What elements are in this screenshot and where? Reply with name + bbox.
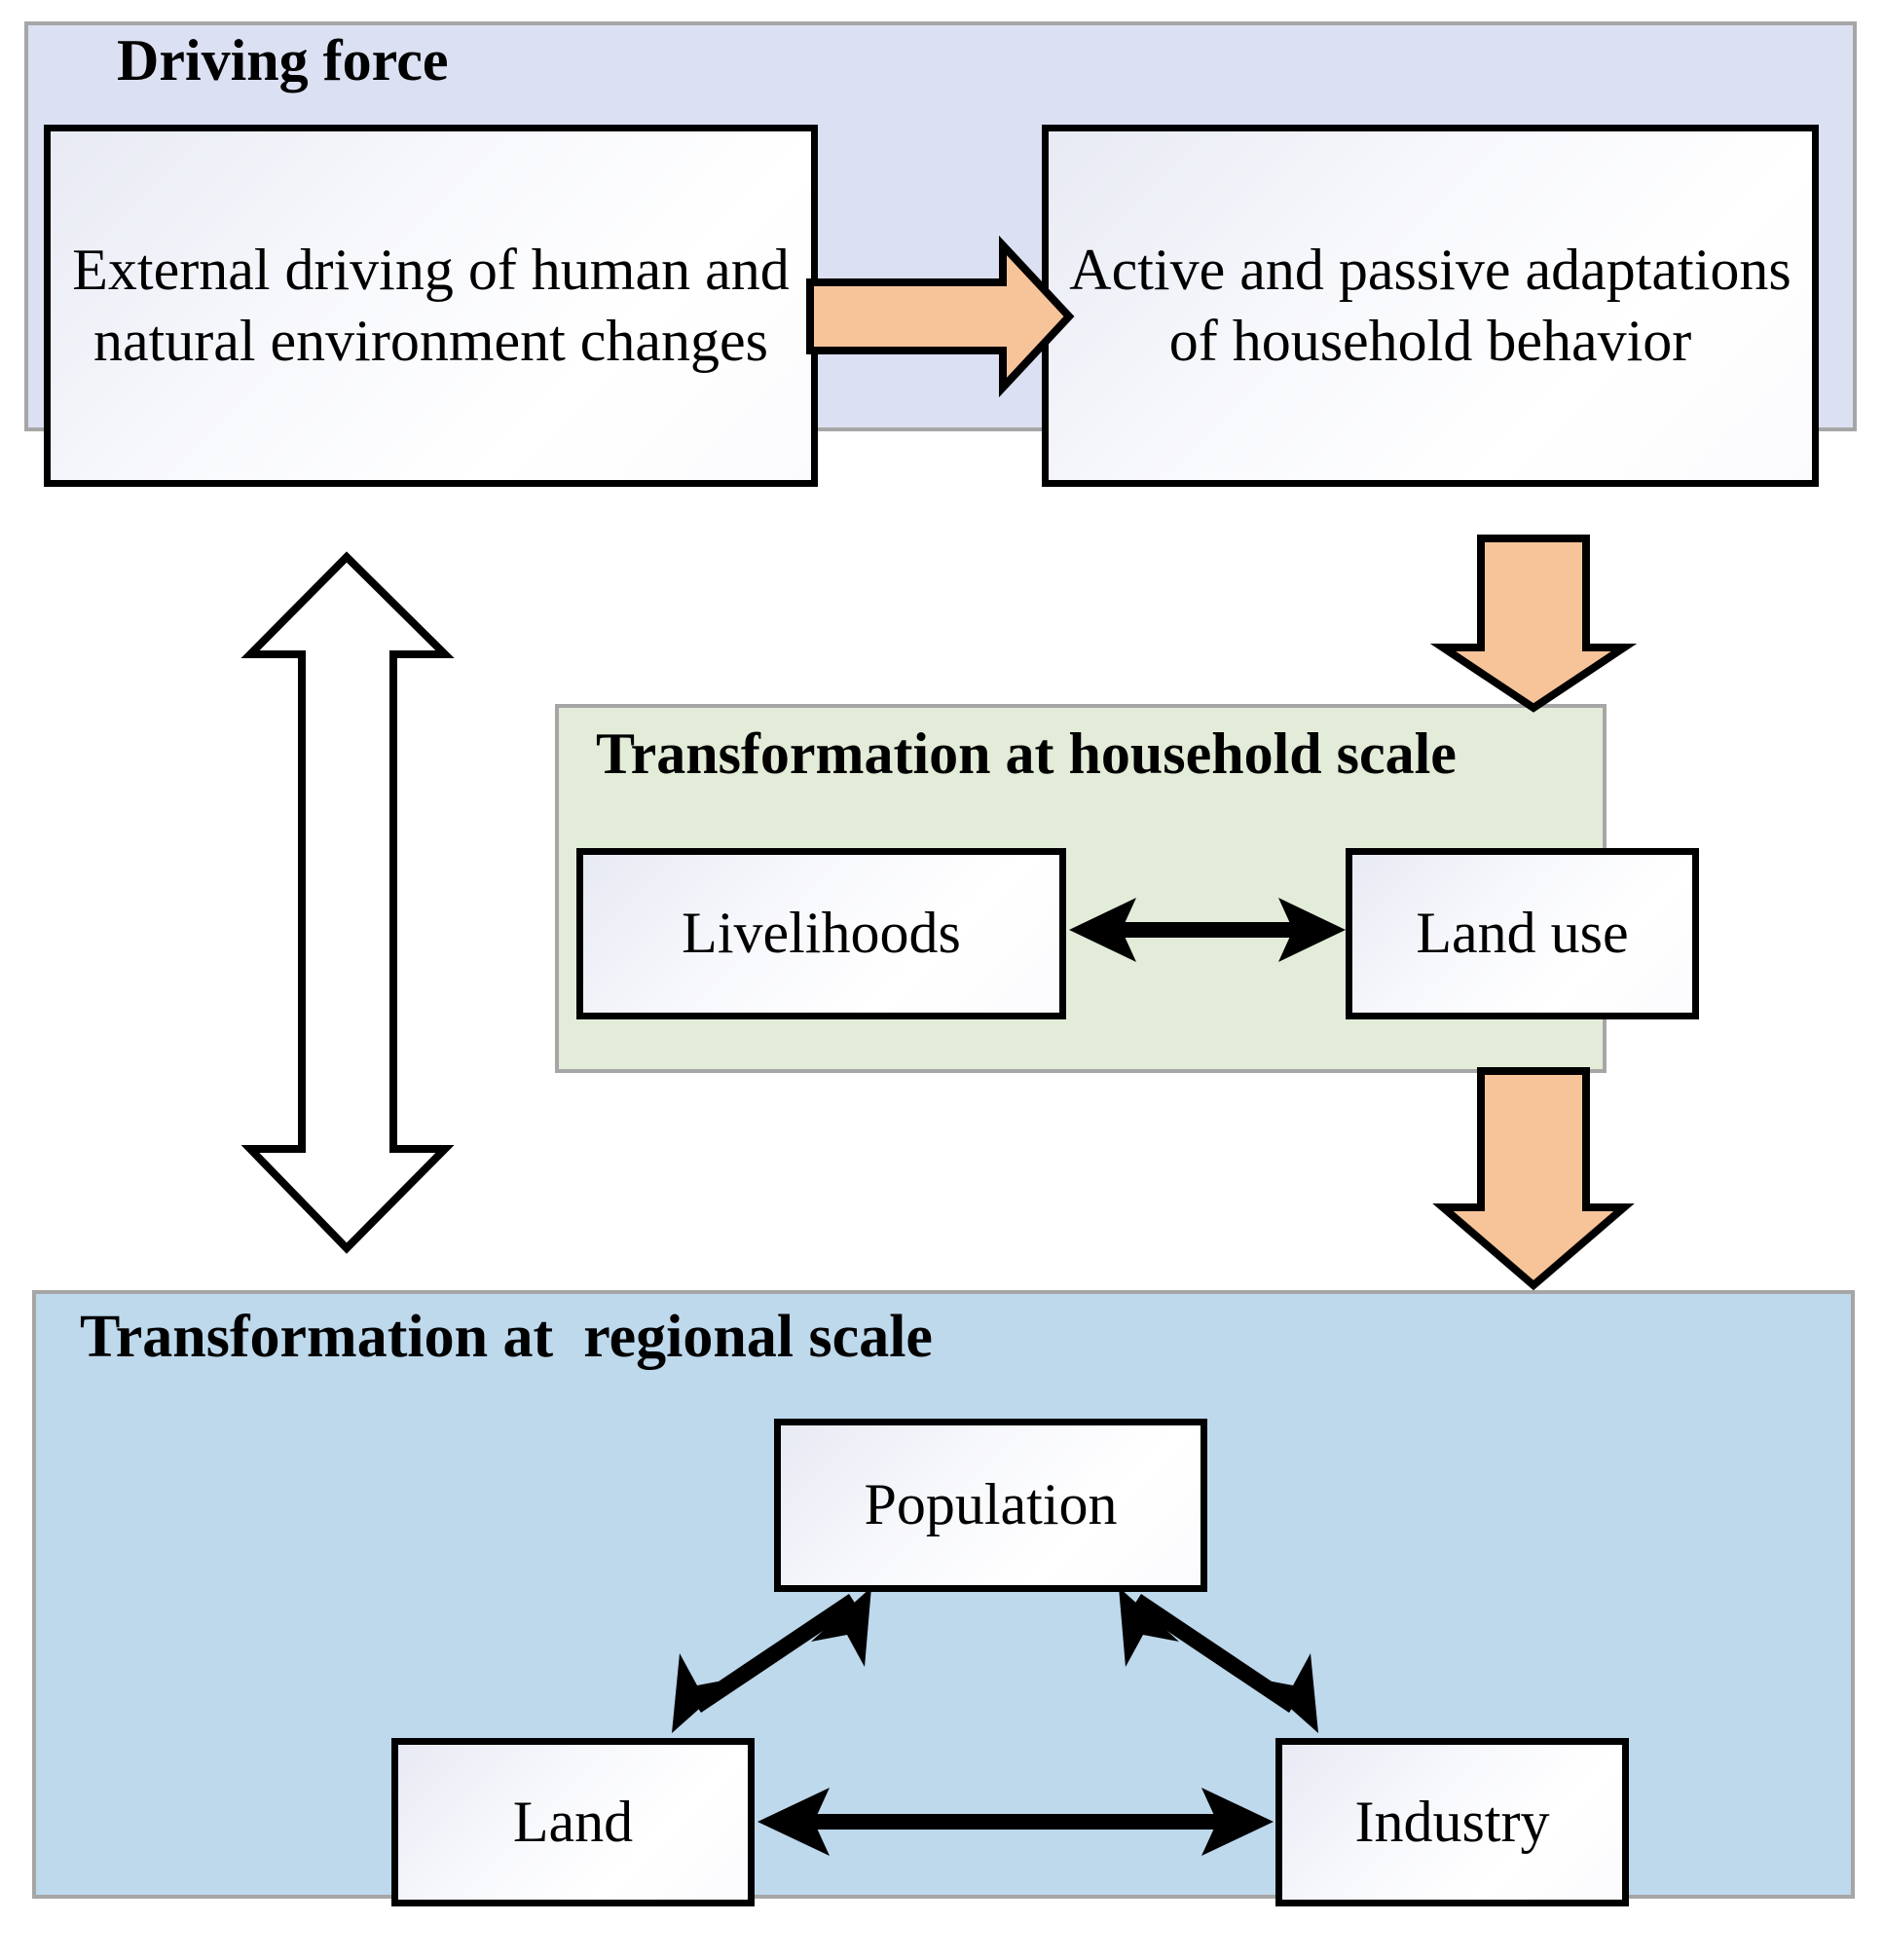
arrow-household-to-regional-icon — [1432, 1067, 1635, 1291]
arrow-adaptation-to-household-icon — [1429, 535, 1638, 713]
node-land-use-label: Land use — [1416, 901, 1629, 966]
node-industry[interactable]: Industry — [1275, 1738, 1629, 1906]
node-external-driving-label: External driving of human and natural en… — [72, 237, 790, 373]
node-land-label: Land — [512, 1789, 634, 1854]
node-population[interactable]: Population — [774, 1419, 1207, 1592]
panel-regional-scale-title: Transformation at regional scale — [80, 1304, 933, 1370]
node-external-driving[interactable]: External driving of human and natural en… — [44, 125, 818, 487]
node-land[interactable]: Land — [391, 1738, 755, 1906]
node-household-adaptation-label: Active and passive adaptations of househ… — [1069, 237, 1792, 373]
node-population-label: Population — [864, 1472, 1118, 1537]
panel-household-scale-title: Transformation at household scale — [596, 721, 1457, 786]
node-household-adaptation[interactable]: Active and passive adaptations of househ… — [1042, 125, 1819, 487]
node-livelihoods[interactable]: Livelihoods — [576, 848, 1066, 1019]
arrow-driving-force-regional-double-icon — [240, 551, 455, 1254]
panel-driving-force-title: Driving force — [117, 28, 449, 92]
node-land-use[interactable]: Land use — [1346, 848, 1699, 1019]
node-industry-label: Industry — [1354, 1789, 1550, 1854]
node-livelihoods-label: Livelihoods — [682, 901, 961, 966]
